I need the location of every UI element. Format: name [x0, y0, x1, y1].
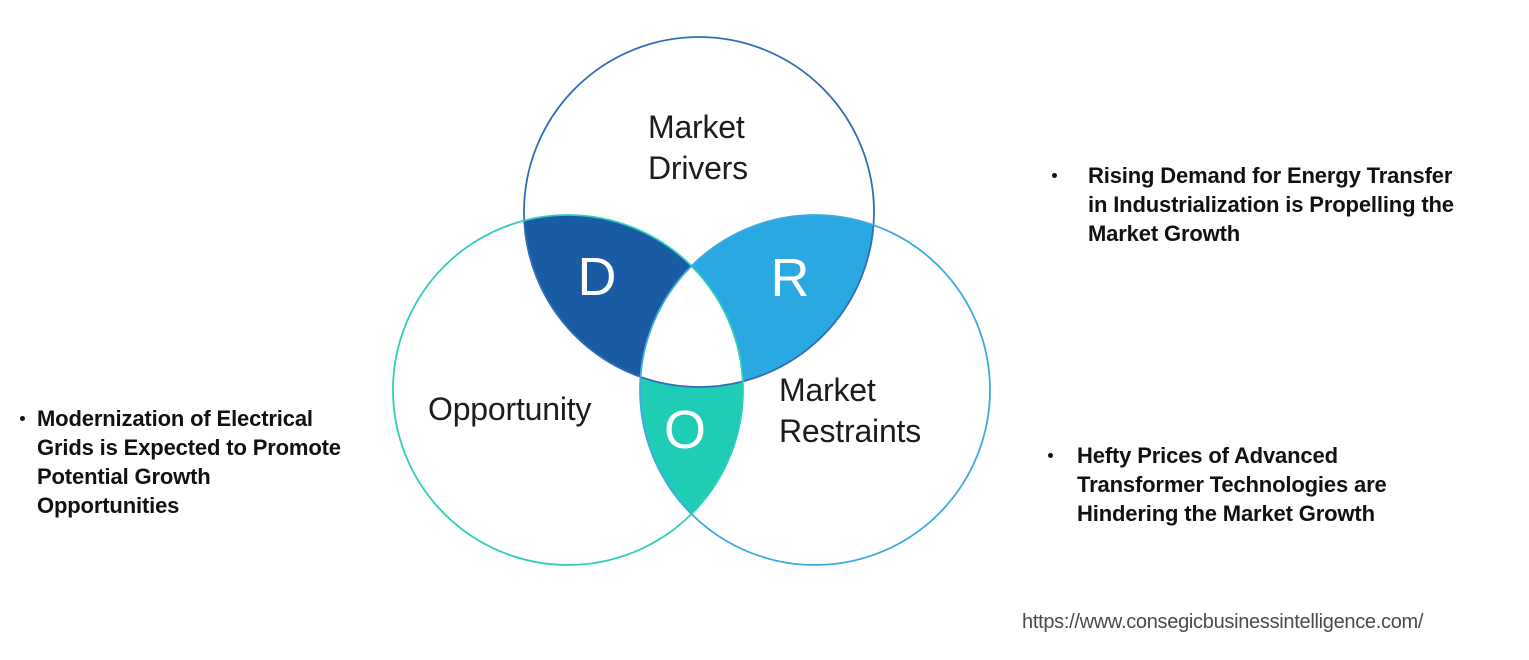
bullet-icon: [1048, 453, 1053, 458]
drivers-opportunity-overlap: [524, 215, 743, 387]
drivers-label: Market Drivers: [648, 109, 748, 186]
opportunity-bullet-text: Modernization of Electrical Grids is Exp…: [37, 406, 341, 518]
restraints-letter: R: [770, 248, 810, 308]
opportunity-circle-outline: [392, 214, 744, 566]
drivers-restraints-overlap: [640, 215, 874, 387]
restraints-circle-outline: [639, 214, 991, 566]
opportunity-bullet-item: Modernization of Electrical Grids is Exp…: [20, 404, 400, 520]
drivers-circle-outline: [523, 36, 875, 388]
bullet-icon: [1052, 173, 1057, 178]
restraint-bullet-item: Hefty Prices of Advanced Transformer Tec…: [1048, 441, 1468, 528]
driver-bullet-item: Rising Demand for Energy Transfer in Ind…: [1052, 161, 1492, 248]
source-url: https://www.consegicbusinessintelligence…: [1022, 611, 1424, 633]
opportunity-label: Opportunity: [428, 391, 592, 427]
driver-bullet-text: Rising Demand for Energy Transfer in Ind…: [1088, 163, 1454, 246]
bullet-icon: [20, 416, 25, 421]
restraint-bullet-text: Hefty Prices of Advanced Transformer Tec…: [1077, 443, 1387, 526]
drivers-letter: D: [577, 247, 617, 307]
restraints-label: Market Restraints: [779, 372, 922, 449]
opportunity-letter: O: [663, 400, 706, 460]
